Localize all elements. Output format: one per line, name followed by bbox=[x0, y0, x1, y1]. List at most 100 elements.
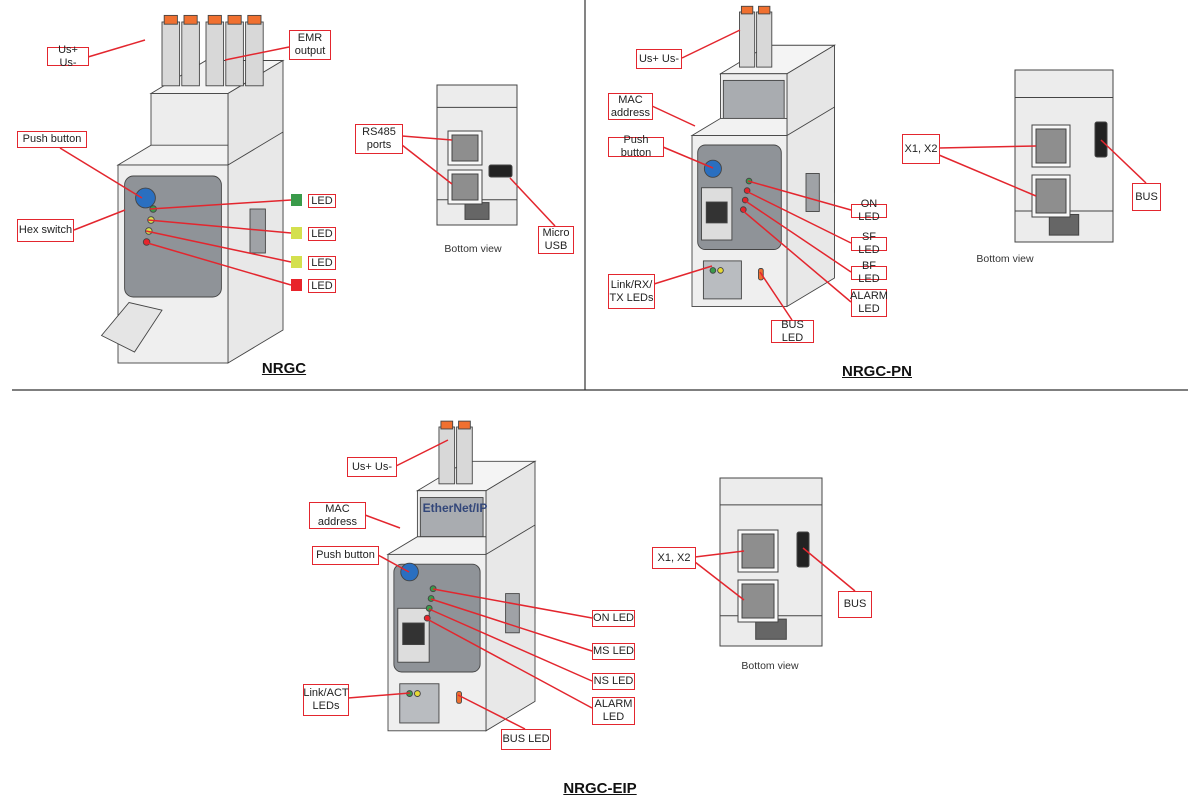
terminal-block bbox=[456, 426, 473, 485]
callout-leader-line bbox=[145, 230, 292, 263]
nrgc-bottom-view bbox=[436, 84, 518, 226]
led-red-swatch bbox=[291, 279, 302, 291]
pn-ports-label: X1, X2 bbox=[902, 134, 940, 164]
callout-leader-line bbox=[401, 144, 453, 185]
ethernet-ip-logo: EtherNet/IP bbox=[423, 501, 488, 515]
eip-link-leds-label: Link/ACT LEDs bbox=[303, 684, 349, 716]
callout-leader-line bbox=[347, 692, 411, 699]
qr-code-icon bbox=[402, 622, 425, 646]
rj45-port-socket bbox=[1035, 128, 1067, 164]
pn-sf-led-label: SF LED bbox=[851, 231, 887, 256]
eip-ms-led-label: MS LED bbox=[592, 643, 635, 660]
callout-leader-line bbox=[87, 39, 146, 58]
callout-leader-line bbox=[430, 598, 593, 652]
terminal-release-tab bbox=[227, 14, 242, 25]
terminal-release-tab bbox=[440, 420, 454, 430]
nrgc-title: NRGC bbox=[261, 360, 307, 377]
callout-leader-line bbox=[651, 105, 696, 127]
pn-bus-led-label: BUS LED bbox=[771, 319, 814, 344]
eip-bottom-view bbox=[719, 477, 823, 647]
eip-alarm-led-label: ALARM LED bbox=[592, 697, 635, 725]
eip-on-led-label: ON LED bbox=[592, 610, 635, 627]
callout-leader-line bbox=[802, 547, 856, 592]
eip-supply-label: Us+ Us- bbox=[347, 457, 397, 477]
nrgc-micro-usb-label: Micro USB bbox=[538, 226, 574, 254]
callout-leader-line bbox=[401, 135, 453, 141]
rj45-port-socket bbox=[1035, 178, 1067, 214]
bus-led-icon bbox=[456, 691, 462, 704]
pn-push-button-label: Push button bbox=[608, 134, 664, 159]
callout-leader-line bbox=[938, 145, 1037, 149]
callout-leader-line bbox=[428, 608, 593, 682]
qr-code-icon bbox=[705, 201, 728, 224]
terminal-block bbox=[161, 21, 181, 87]
terminal-release-tab bbox=[207, 14, 222, 25]
pn-bf-led-label: BF LED bbox=[851, 260, 887, 285]
callout-leader-line bbox=[457, 694, 526, 730]
callout-leader-line bbox=[73, 209, 126, 231]
callout-leader-line bbox=[745, 190, 852, 244]
terminal-block bbox=[756, 11, 773, 68]
bus-connector bbox=[796, 531, 810, 568]
pn-bottom-view bbox=[1014, 69, 1114, 243]
rj45-port-socket bbox=[741, 533, 775, 569]
callout-leader-line bbox=[694, 550, 745, 558]
callout-leader-line bbox=[377, 554, 410, 573]
callout-leader-line bbox=[59, 147, 143, 199]
led-green-swatch bbox=[291, 194, 302, 206]
pn-title: NRGC-PN bbox=[842, 363, 912, 380]
top-window bbox=[722, 79, 785, 119]
hex-switch-door bbox=[100, 301, 163, 353]
eip-bottom-view-caption: Bottom view bbox=[741, 660, 799, 672]
callout-leader-line bbox=[741, 209, 852, 303]
terminal-release-tab bbox=[163, 14, 178, 25]
terminal-block bbox=[438, 426, 456, 485]
led-yellow-swatch bbox=[291, 227, 302, 239]
pn-on-led-label: ON LED bbox=[851, 198, 887, 223]
terminal-release-tab bbox=[247, 14, 262, 25]
callout-leader-line bbox=[509, 177, 556, 227]
nrgc-emr-output-label: EMR output bbox=[289, 30, 331, 60]
eip-ns-led-label: NS LED bbox=[592, 673, 635, 690]
terminal-release-tab bbox=[183, 14, 198, 25]
nrgc-push-button-label: Push button bbox=[17, 131, 87, 148]
terminal-block bbox=[739, 11, 756, 68]
callout-leader-line bbox=[364, 514, 401, 529]
callout-leader-line bbox=[653, 265, 713, 285]
terminal-release-tab bbox=[758, 5, 771, 15]
bus-connector bbox=[1094, 121, 1108, 158]
callout-leader-line bbox=[143, 241, 292, 286]
link-led-panel bbox=[399, 683, 440, 724]
callout-leader-line bbox=[743, 199, 852, 273]
callout-leader-line bbox=[681, 29, 741, 59]
terminal-block bbox=[181, 21, 200, 87]
callout-leader-line bbox=[694, 561, 745, 601]
callout-leader-line bbox=[432, 588, 593, 619]
pn-mac-label: MAC address bbox=[608, 93, 653, 120]
nrgc-eip-device bbox=[386, 420, 537, 732]
top-window bbox=[419, 497, 484, 538]
eip-bus-label: BUS bbox=[838, 591, 872, 618]
link-led-icon bbox=[717, 267, 724, 274]
nrgc-led-label-1: LED bbox=[308, 194, 336, 208]
eip-ports-label: X1, X2 bbox=[652, 547, 696, 569]
nrgc-led-label-2: LED bbox=[308, 227, 336, 241]
lower-top-face bbox=[386, 536, 487, 555]
din-clip bbox=[1048, 213, 1080, 236]
eip-push-button-label: Push button bbox=[312, 546, 379, 565]
callout-leader-line bbox=[1100, 139, 1147, 184]
callout-leader-line bbox=[747, 180, 852, 211]
callout-leader-line bbox=[938, 154, 1037, 197]
link-led-icon bbox=[414, 690, 421, 697]
pn-supply-label: Us+ Us- bbox=[636, 49, 682, 69]
nrgc-rs485-label: RS485 ports bbox=[355, 124, 403, 154]
status-led-icon bbox=[740, 206, 747, 213]
rj45-port-socket bbox=[451, 173, 479, 201]
callout-leader-line bbox=[662, 146, 714, 169]
terminal-release-tab bbox=[458, 420, 471, 430]
side-vent bbox=[805, 173, 820, 212]
terminal-block bbox=[205, 21, 225, 87]
pn-bottom-view-caption: Bottom view bbox=[976, 253, 1034, 265]
callout-leader-line bbox=[224, 46, 290, 61]
